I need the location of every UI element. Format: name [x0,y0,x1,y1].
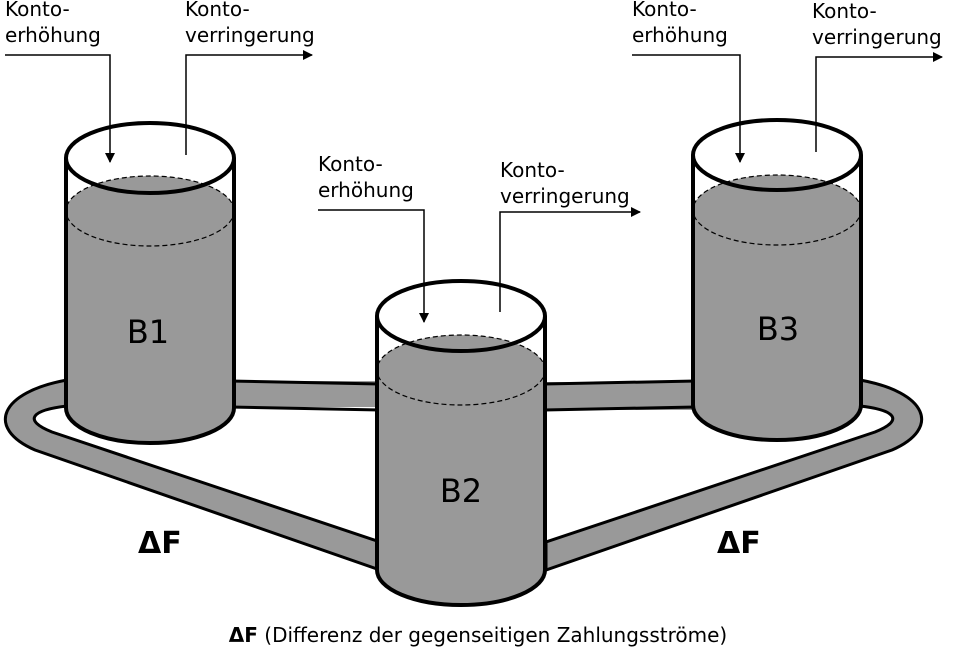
svg-text:erhöhung: erhöhung [5,23,101,47]
pipe-b3-b2-outer [544,378,924,573]
inflow-b3: Konto- erhöhung [632,0,745,163]
inflow-b2: Konto- erhöhung [318,152,429,323]
pipe-b1-b2 [229,379,381,412]
caption: ΔF (Differenz der gegenseitigen Zahlungs… [229,623,727,647]
inflow-arrow [632,54,745,163]
pipe-b2-b3 [543,379,697,412]
svg-text:verringerung: verringerung [500,184,630,208]
inflow-arrow [318,209,429,323]
caption-text: (Differenz der gegenseitigen Zahlungsstr… [258,623,727,647]
svg-text:verringerung: verringerung [812,25,942,49]
outflow-b3: Konto- verringerung [812,0,943,152]
svg-text:Konto-: Konto- [500,158,565,182]
tank-b2: B2 [375,279,547,607]
delta-f-right: ΔF [717,526,761,561]
pipe-b1-b2-outer [3,378,382,573]
tank-b3: B3 [691,118,863,442]
outflow-b1: Konto- verringerung [185,0,315,155]
inflow-b1: Konto- erhöhung [5,0,115,163]
svg-text:verringerung: verringerung [185,23,315,47]
tank-b1: B1 [64,121,236,445]
svg-text:Konto-: Konto- [812,0,877,23]
svg-text:Konto-: Konto- [5,0,70,21]
outflow-arrow [499,207,641,312]
outflow-arrow [815,52,943,152]
tank-label: B3 [757,310,799,348]
svg-text:Konto-: Konto- [185,0,250,21]
caption-symbol: ΔF [229,623,258,647]
inflow-arrow [5,54,115,163]
delta-f-left: ΔF [138,526,182,561]
svg-text:Konto-: Konto- [632,0,697,21]
outflow-b2: Konto- verringerung [499,158,641,312]
tank-label: B2 [440,472,482,510]
tank-label: B1 [127,313,169,351]
svg-text:erhöhung: erhöhung [632,23,728,47]
svg-text:erhöhung: erhöhung [318,178,414,202]
svg-text:Konto-: Konto- [318,152,383,176]
outflow-arrow [185,50,313,155]
